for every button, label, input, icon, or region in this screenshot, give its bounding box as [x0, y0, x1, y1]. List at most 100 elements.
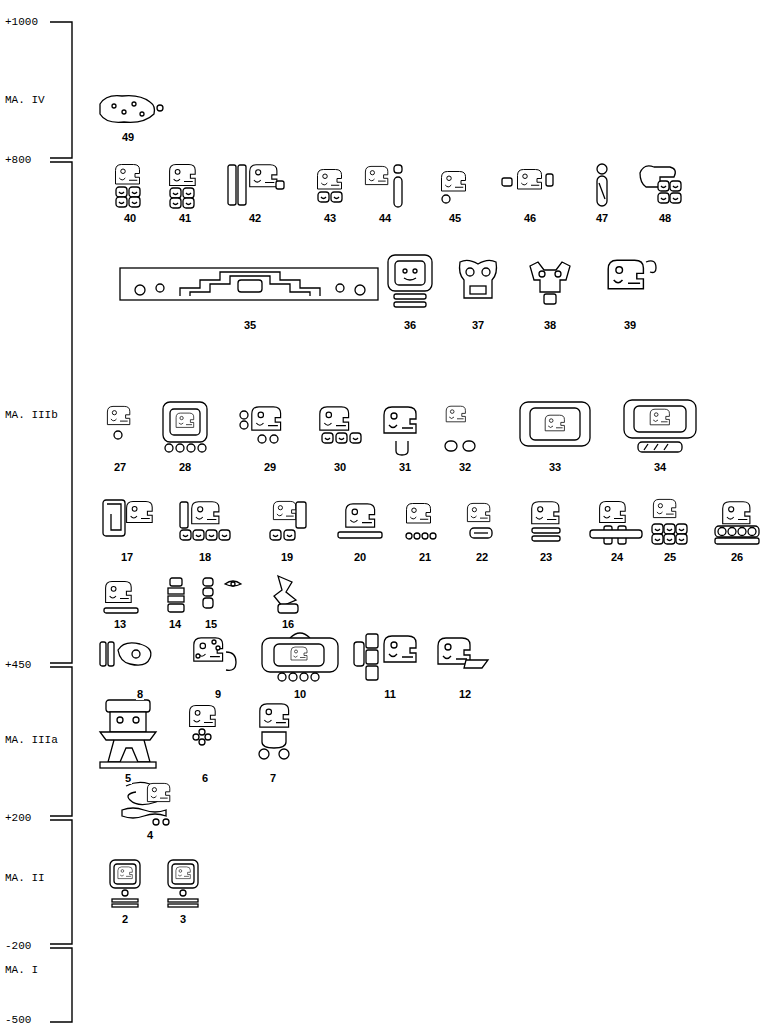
glyph — [228, 165, 284, 205]
glyph — [116, 165, 141, 208]
glyph-number: 6 — [201, 772, 209, 784]
date-label: +200 — [4, 812, 32, 824]
glyph — [388, 255, 432, 307]
glyph-number: 30 — [333, 461, 347, 473]
glyph — [467, 503, 492, 538]
glyph-number: 39 — [623, 319, 637, 331]
period-label: MA. IIIb — [4, 409, 59, 421]
glyph-number: 3 — [179, 913, 187, 925]
glyph-number: 19 — [280, 551, 294, 563]
glyph-number: 48 — [658, 212, 672, 224]
glyph-number: 44 — [378, 212, 392, 224]
glyph-number: 34 — [653, 461, 667, 473]
glyph-number: 43 — [323, 212, 337, 224]
glyph — [624, 400, 696, 452]
date-label: -200 — [4, 940, 32, 952]
glyph-number: 16 — [281, 618, 295, 630]
glyph-number: 4 — [146, 829, 154, 841]
glyph — [365, 165, 402, 207]
glyph-number: 28 — [178, 461, 192, 473]
glyph — [100, 700, 156, 768]
glyph — [194, 638, 236, 671]
glyph-number: 10 — [293, 688, 307, 700]
glyph-number: 31 — [398, 461, 412, 473]
glyph — [168, 860, 198, 907]
glyph-number: 11 — [383, 688, 397, 700]
glyph — [502, 170, 553, 190]
glyph-number: 20 — [353, 551, 367, 563]
glyph-number: 7 — [269, 772, 277, 784]
glyph — [590, 502, 642, 544]
glyph — [262, 633, 338, 681]
glyph-number: 42 — [248, 212, 262, 224]
glyph — [270, 501, 306, 540]
glyph-number: 29 — [263, 461, 277, 473]
glyph — [163, 402, 207, 452]
glyph — [107, 406, 129, 439]
glyph — [715, 502, 759, 544]
period-label: MA. IV — [4, 94, 46, 106]
glyph-number: 49 — [121, 131, 135, 143]
glyph — [532, 502, 560, 541]
glyph — [520, 402, 590, 446]
glyph-number: 8 — [136, 688, 144, 700]
date-label: +450 — [4, 659, 32, 671]
glyph-number: 41 — [178, 212, 192, 224]
glyph-number: 23 — [539, 551, 553, 563]
glyph — [384, 407, 416, 455]
glyph-number: 21 — [418, 551, 432, 563]
glyph-number: 40 — [123, 212, 137, 224]
glyph-number: 18 — [198, 551, 212, 563]
date-label: +800 — [4, 154, 32, 166]
period-label: MA. IIIa — [4, 734, 59, 746]
glyph — [442, 172, 466, 204]
glyph — [122, 782, 170, 825]
glyph — [190, 706, 216, 745]
glyph — [104, 582, 138, 613]
glyph — [168, 578, 184, 612]
glyph — [170, 165, 196, 208]
period-label: MA. II — [4, 872, 46, 884]
glyph-number: 14 — [168, 618, 182, 630]
glyph — [652, 499, 687, 544]
glyph-number: 46 — [523, 212, 537, 224]
glyph-number: 38 — [543, 319, 557, 331]
glyph-number: 12 — [458, 688, 472, 700]
glyph-number: 9 — [214, 688, 222, 700]
glyph-number: 33 — [548, 461, 562, 473]
glyph — [318, 170, 343, 203]
glyph-number: 36 — [403, 319, 417, 331]
glyph — [240, 407, 281, 443]
glyph-number: 47 — [595, 212, 609, 224]
glyph-number: 27 — [113, 461, 127, 473]
glyph-number: 5 — [124, 772, 132, 784]
glyph — [445, 406, 475, 451]
glyph — [530, 262, 570, 304]
glyph — [274, 576, 298, 613]
date-label: -500 — [4, 1014, 32, 1026]
glyph — [597, 164, 607, 206]
glyph — [460, 260, 497, 298]
glyph — [640, 166, 681, 203]
glyph — [180, 502, 230, 540]
time-axis — [50, 22, 72, 1022]
glyph — [438, 638, 488, 668]
glyph — [203, 578, 241, 608]
glyph — [608, 260, 656, 289]
glyph-number: 35 — [243, 319, 257, 331]
glyph-number: 45 — [448, 212, 462, 224]
glyph-number: 32 — [458, 461, 472, 473]
glyph-number: 37 — [471, 319, 485, 331]
glyph — [110, 860, 140, 907]
glyph-number: 17 — [120, 551, 134, 563]
glyph-number: 2 — [121, 913, 129, 925]
glyph — [100, 96, 163, 123]
glyph — [100, 642, 151, 666]
glyph-number: 25 — [663, 551, 677, 563]
glyph — [103, 500, 152, 536]
glyph-number: 24 — [610, 551, 624, 563]
glyph-frieze — [120, 268, 378, 300]
date-label: +1000 — [4, 16, 39, 28]
